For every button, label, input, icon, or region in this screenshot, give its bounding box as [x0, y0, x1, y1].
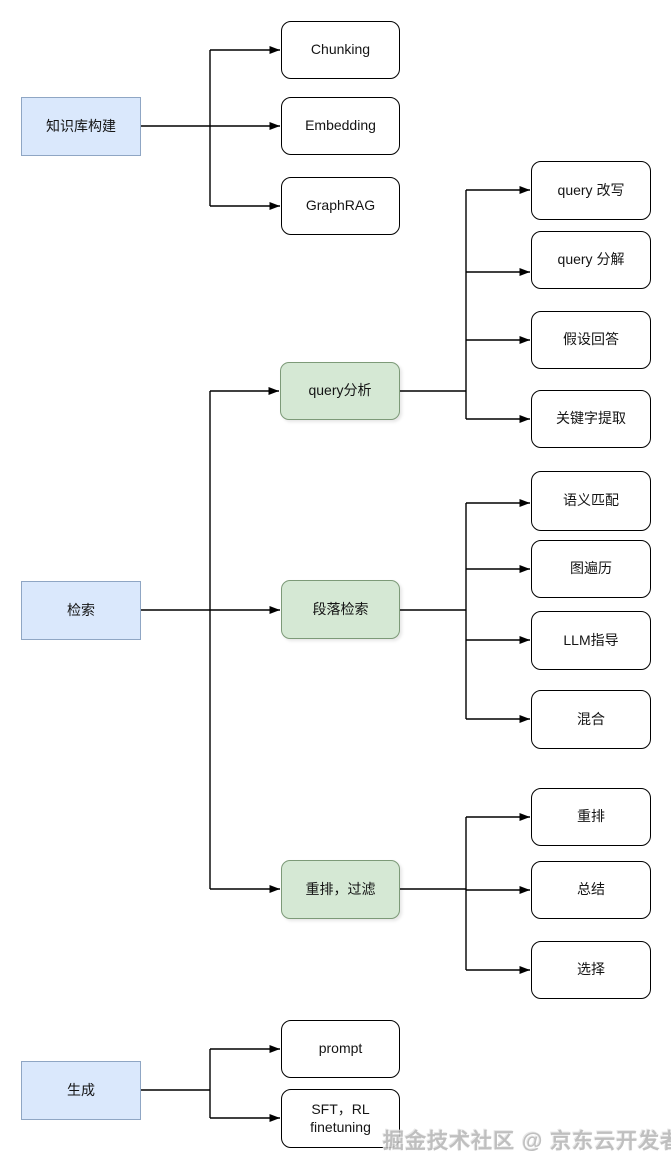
- node-query-decompose: query 分解: [531, 231, 651, 289]
- node-prompt: prompt: [281, 1020, 400, 1078]
- node-sft-rl-finetuning: SFT，RL finetuning: [281, 1089, 400, 1148]
- node-query-rewrite: query 改写: [531, 161, 651, 220]
- connectors-passage-retrieval-children: [400, 499, 530, 723]
- node-query-analysis: query分析: [280, 362, 400, 420]
- node-knowledge-base-construction: 知识库构建: [21, 97, 141, 156]
- node-summarize: 总结: [531, 861, 651, 919]
- node-semantic-match: 语义匹配: [531, 471, 651, 531]
- connectors-rerank-filter-children: [400, 813, 530, 974]
- node-embedding: Embedding: [281, 97, 400, 155]
- node-generation: 生成: [21, 1061, 141, 1120]
- connectors-knowledge-base-section: [141, 46, 280, 210]
- node-hybrid: 混合: [531, 690, 651, 749]
- node-rerank-filter: 重排，过滤: [281, 860, 400, 919]
- node-rerank: 重排: [531, 788, 651, 846]
- connectors-generation-section: [141, 1045, 280, 1122]
- node-hypothetical-answer: 假设回答: [531, 311, 651, 369]
- node-retrieval: 检索: [21, 581, 141, 640]
- node-llm-guidance: LLM指导: [531, 611, 651, 670]
- node-select: 选择: [531, 941, 651, 999]
- connectors-retrieval-section: [141, 387, 280, 893]
- node-graphrag: GraphRAG: [281, 177, 400, 235]
- node-keyword-extraction: 关键字提取: [531, 390, 651, 448]
- node-passage-retrieval: 段落检索: [281, 580, 400, 639]
- watermark-text: 掘金技术社区 @ 京东云开发者: [383, 1130, 671, 1153]
- connectors-query-analysis-children: [400, 186, 530, 423]
- node-chunking: Chunking: [281, 21, 400, 79]
- node-graph-traversal: 图遍历: [531, 540, 651, 598]
